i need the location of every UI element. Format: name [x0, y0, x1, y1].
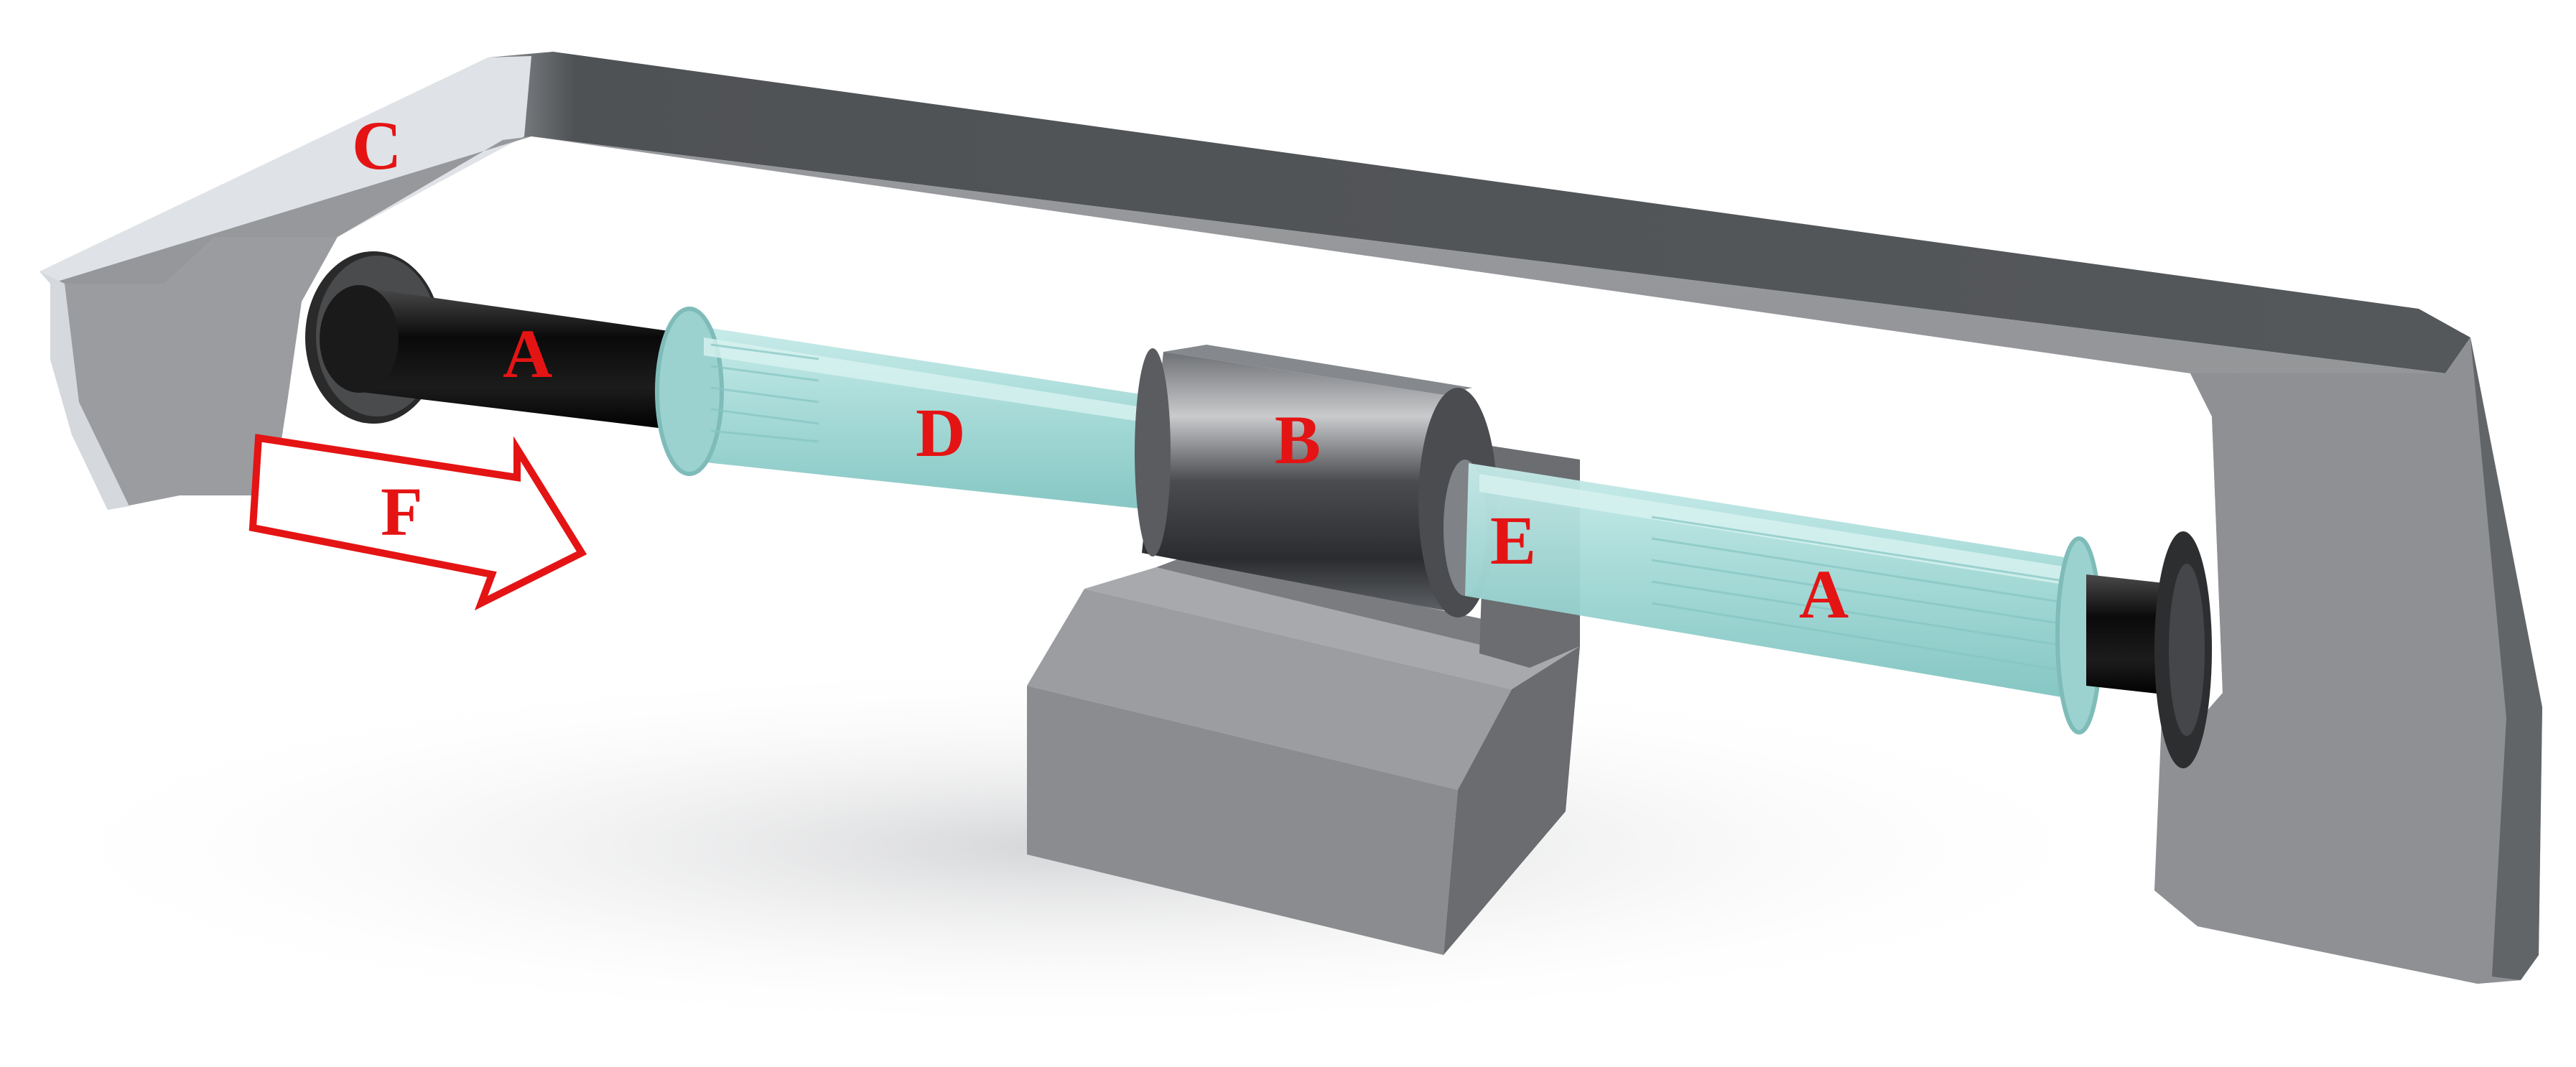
sleeve-right-body [1465, 463, 2083, 700]
support-front [1027, 589, 1512, 790]
frame-top-bevel [39, 56, 531, 284]
sleeve-right-highlight [1479, 474, 2068, 585]
mass-block-left-face [1135, 348, 1171, 556]
frame-right-arm [2154, 337, 2542, 984]
label-frame: C [352, 107, 401, 184]
support-side [1443, 646, 1580, 955]
force-arrow-icon [248, 434, 587, 611]
mass-block-body [1142, 352, 1443, 610]
sleeve-left-ribs [710, 343, 819, 443]
label-sleeve-right: E [1490, 502, 1536, 579]
label-force: F [381, 473, 423, 550]
rod-left [305, 251, 689, 431]
frame-right-edge [2470, 337, 2542, 980]
sleeve-right-ribs [1651, 516, 2069, 673]
rod-right-end-ring-inner [2169, 564, 2205, 736]
sleeve-left [655, 307, 1192, 513]
support-top [1084, 567, 1580, 689]
frame-top-surface [39, 52, 2470, 373]
frame-left-bevel [39, 271, 129, 510]
support-base [1027, 445, 1580, 955]
frame-housing [39, 52, 2542, 984]
rod-left-end-face [320, 285, 399, 393]
label-mass-block: B [1275, 401, 1321, 478]
support-slot [1156, 556, 1580, 650]
sleeve-left-highlight [704, 337, 1178, 427]
mass-block-top [1163, 345, 1472, 395]
label-rod-right: A [1799, 556, 1849, 633]
label-sleeve-left: D [916, 394, 965, 471]
sleeve-left-flange [655, 307, 724, 476]
sleeve-right [1443, 460, 2103, 735]
rod-left-body [355, 287, 689, 431]
support-face [1027, 686, 1458, 955]
rod-right [2086, 531, 2212, 768]
label-rod-left: A [503, 315, 552, 392]
mass-block [1135, 345, 1497, 618]
